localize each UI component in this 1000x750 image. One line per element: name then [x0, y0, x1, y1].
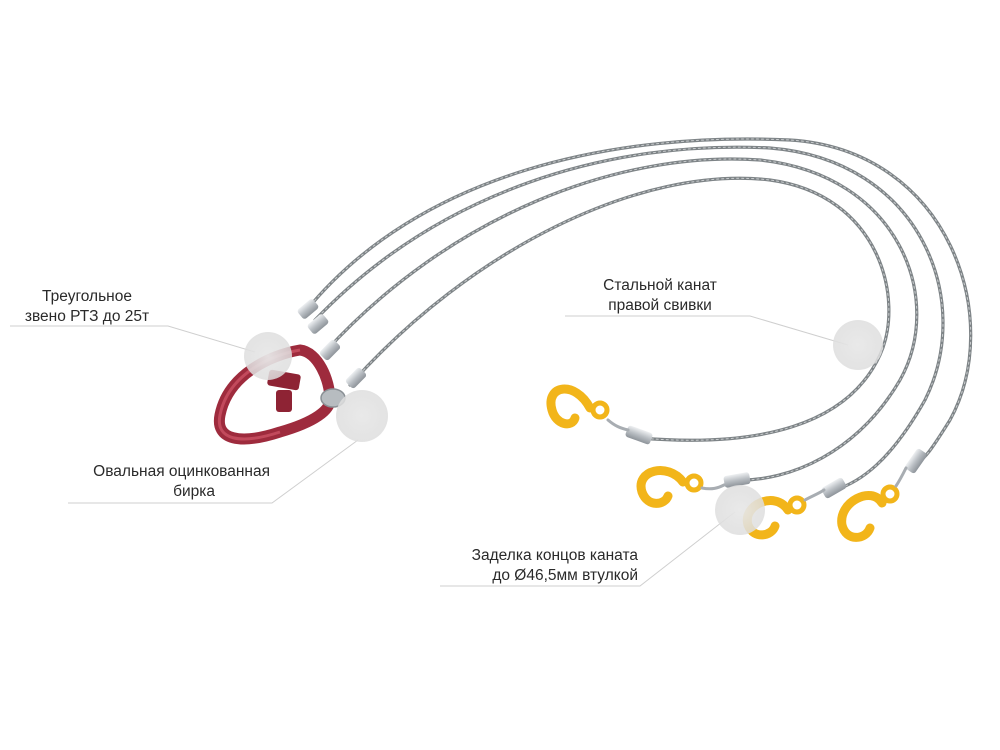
- marker-rope: [833, 320, 883, 370]
- callout-ferrule-line1: Заделка концов каната: [471, 547, 638, 564]
- leader-line-tag: [68, 439, 359, 504]
- callout-rope-line1: Стальной канат: [603, 277, 717, 294]
- marker-link: [244, 332, 292, 380]
- upper-ferrules: [297, 299, 367, 389]
- callout-triangular-link: Треугольное звено РТЗ до 25т: [22, 287, 152, 327]
- callout-rope-line2: правой свивки: [608, 297, 712, 314]
- marker-tag: [336, 390, 388, 442]
- callout-rope-end-termination: Заделка концов каната до Ø46,5мм втулкой: [440, 546, 638, 586]
- hook-1: [546, 384, 630, 432]
- leader-lines: [10, 315, 849, 587]
- callout-tag-line2: бирка: [173, 483, 215, 500]
- callout-markers: [244, 320, 883, 535]
- callout-oval-tag: Овальная оцинкованная бирка: [60, 462, 270, 502]
- wire-ropes: [303, 137, 973, 492]
- callout-ferrule-line2: до Ø46,5мм втулкой: [492, 567, 638, 584]
- rope-leg-2: [323, 157, 919, 482]
- leader-line-rope: [565, 315, 849, 346]
- hook-4: [837, 466, 908, 542]
- leader-line-link: [10, 325, 256, 353]
- lower-ferrules: [625, 425, 927, 499]
- callout-tag-line1: Овальная оцинкованная: [93, 463, 270, 480]
- callout-steel-rope: Стальной канат правой свивки: [585, 276, 735, 316]
- yellow-hooks: [546, 384, 908, 542]
- leader-line-ferrule: [440, 511, 736, 587]
- marker-ferrule: [715, 485, 765, 535]
- hook-2: [636, 466, 726, 508]
- callout-link-line2: звено РТЗ до 25т: [24, 308, 150, 325]
- callout-link-line1: Треугольное: [42, 288, 132, 305]
